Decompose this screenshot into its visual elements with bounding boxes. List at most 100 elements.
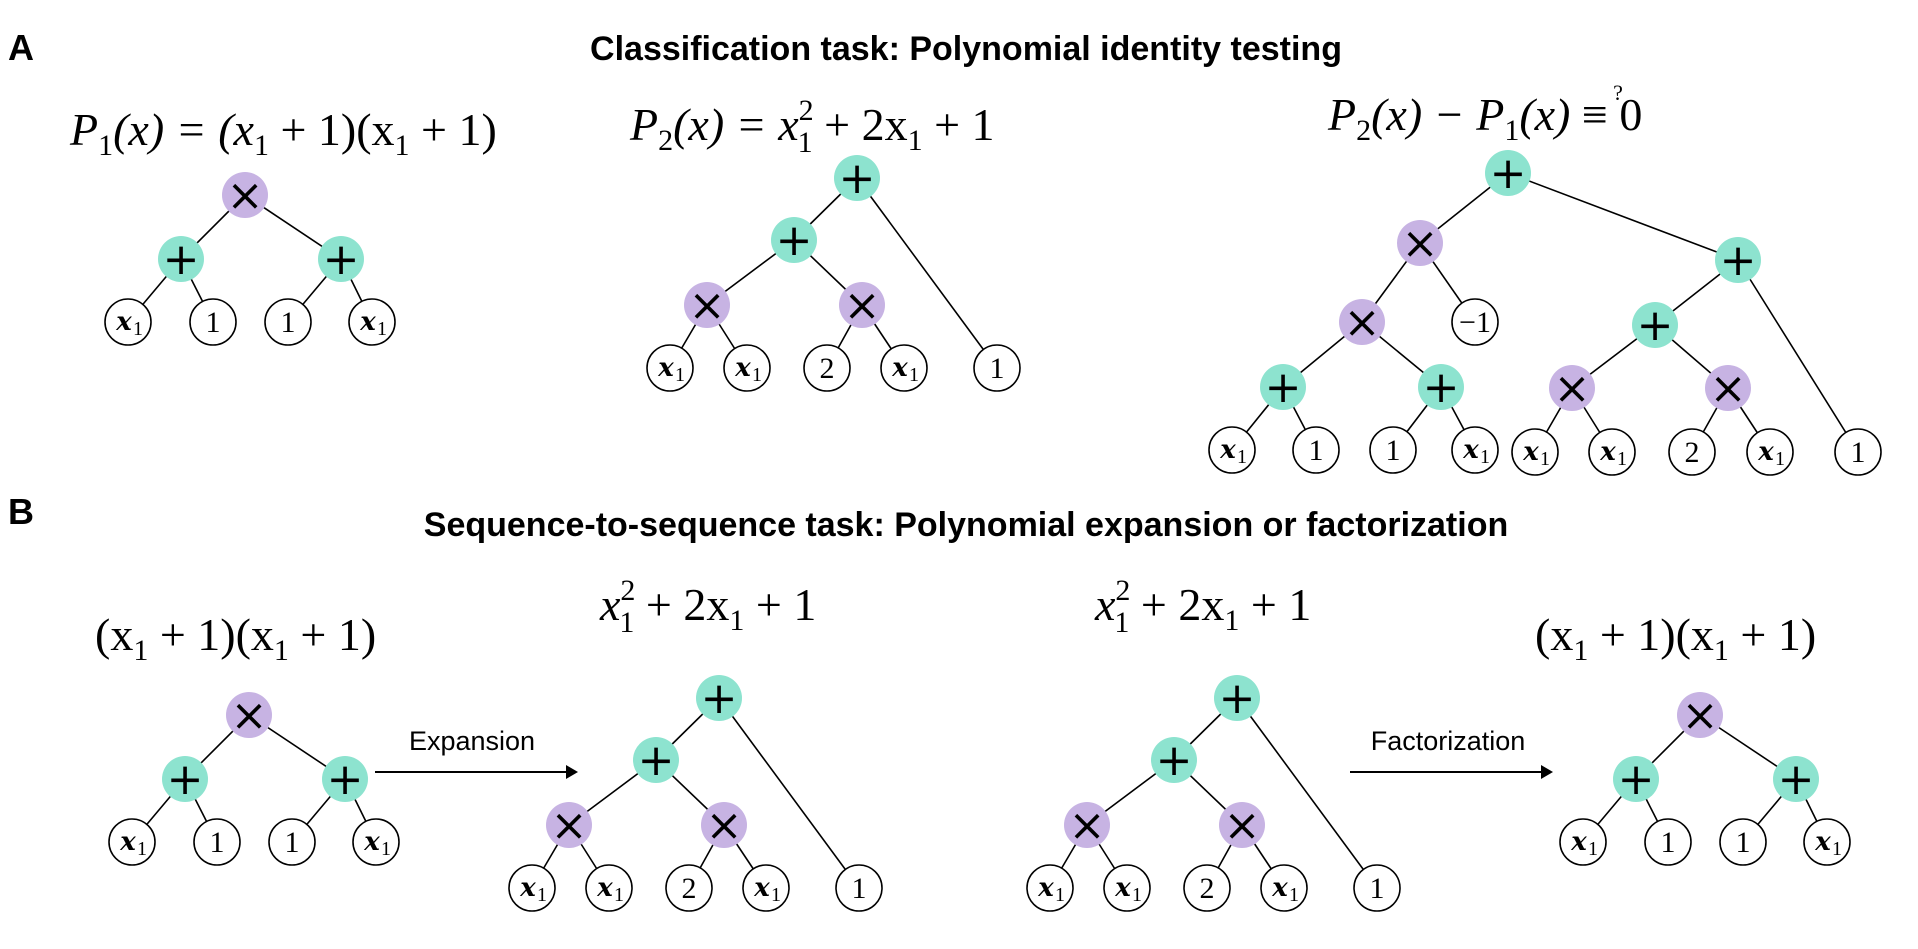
plus-symbol: +	[776, 215, 813, 266]
a-p2-times-right: ×	[839, 280, 885, 331]
b-left-expanded-plus-inner: +	[633, 735, 679, 786]
diff-factor-leaf-1: 1	[1292, 426, 1340, 474]
eq-question-mark: ?	[1613, 80, 1623, 105]
leaf-var-text: x	[596, 873, 613, 903]
leaf-var-subscript: 1	[1540, 448, 1550, 470]
leaf-const-text: 1	[1661, 826, 1676, 859]
b-right-factored-leaf-1: 1	[1644, 818, 1692, 866]
leaf-var-text: x	[1037, 873, 1054, 903]
expansion-arrow	[375, 765, 578, 779]
b-right-expanded-plus-inner: +	[1151, 735, 1197, 786]
plus-symbol: +	[1618, 754, 1655, 805]
leaf-const-text: 1	[1736, 826, 1751, 859]
leaf-var-text: x	[1219, 435, 1236, 465]
diff-expand-leaf-one: 1	[1834, 428, 1882, 476]
tree-edge	[856, 177, 998, 369]
plus-symbol: +	[1423, 362, 1460, 413]
leaf-var-text: x	[734, 353, 751, 383]
a-p1-times-root: ×	[222, 170, 268, 221]
diff-times-expanded-right: ×	[1705, 363, 1751, 414]
diff-plus-expanded-inner: +	[1632, 300, 1678, 351]
leaf-var-text: x	[1599, 437, 1616, 467]
leaf-var-subscript: 1	[752, 364, 762, 386]
b-right-expanded-times-right: ×	[1219, 800, 1265, 851]
leaf-var-subscript: 1	[1237, 446, 1247, 468]
times-symbol: ×	[1069, 800, 1106, 851]
leaf-var-text: x	[891, 353, 908, 383]
plus-symbol: +	[163, 234, 200, 285]
b-left-factored-leaf-1: 1	[193, 818, 241, 866]
leaf-var-text: x	[1814, 827, 1831, 857]
leaf-var-subscript: 1	[377, 318, 387, 340]
leaf-var-text: x	[119, 827, 136, 857]
a-p2-times-left: ×	[684, 280, 730, 331]
leaf-var-subscript: 1	[614, 884, 624, 906]
leaf-const-text: 2	[682, 872, 697, 905]
panel-a-title: Classification task: Polynomial identity…	[590, 30, 1342, 68]
times-symbol: ×	[1554, 363, 1591, 414]
leaf-var-subscript: 1	[381, 838, 391, 860]
leaf-var-subscript: 1	[137, 838, 147, 860]
tree-edge	[1236, 697, 1378, 889]
b-right-factored-leaf-2: 1	[1719, 818, 1767, 866]
a-p2-plus-inner: +	[771, 215, 817, 266]
tree-edge	[1507, 172, 1739, 261]
expansion-label: Expansion	[409, 726, 535, 756]
leaf-var-subscript: 1	[1617, 448, 1627, 470]
b-right-factored-plus-left: +	[1613, 754, 1659, 805]
eq-difference: P2(x) − P1(x) ≡ 0	[1327, 89, 1642, 147]
diff-expand-leaf-2: 2	[1668, 428, 1716, 476]
diff-plus-left: +	[1260, 362, 1306, 413]
times-symbol: ×	[227, 170, 264, 221]
b-left-expanded-times-left: ×	[546, 800, 592, 851]
times-symbol: ×	[1402, 218, 1439, 269]
leaf-const-text: 1	[1370, 872, 1385, 905]
times-symbol: ×	[231, 690, 268, 741]
leaf-var-text: x	[1570, 827, 1587, 857]
leaf-var-subscript: 1	[1289, 884, 1299, 906]
times-symbol: ×	[1224, 800, 1261, 851]
leaf-var-subscript: 1	[675, 364, 685, 386]
a-p1-leaf-1: 1	[189, 298, 237, 346]
times-symbol: ×	[1710, 363, 1747, 414]
leaf-const-text: 1	[1309, 434, 1324, 467]
leaf-var-text: x	[1271, 873, 1288, 903]
plus-symbol: +	[323, 234, 360, 285]
leaf-const-text: 1	[990, 352, 1005, 385]
leaf-const-text: 1	[210, 826, 225, 859]
b-left-expanded-leaf-2: 2	[665, 864, 713, 912]
leaf-const-text: 1	[206, 306, 221, 339]
b-left-expanded-leaf-one: 1	[835, 864, 883, 912]
a-p2-leaf-2: 2	[803, 344, 851, 392]
times-symbol: ×	[844, 280, 881, 331]
leaf-var-text: x	[1522, 437, 1539, 467]
leaf-var-subscript: 1	[1775, 448, 1785, 470]
diff-leaf-neg-one: −1	[1451, 298, 1499, 346]
diff-factor-leaf-2: 1	[1369, 426, 1417, 474]
a-p2-leaf-one: 1	[973, 344, 1021, 392]
plus-symbol: +	[1490, 148, 1527, 199]
panel-a-letter: A	[8, 27, 34, 68]
leaf-var-text: x	[1114, 873, 1131, 903]
b-right-factored-times-root: ×	[1677, 690, 1723, 741]
eq-p1: P1(x) = (x1 + 1)(x1 + 1)	[69, 104, 497, 162]
factorization-arrow	[1350, 765, 1553, 779]
plus-symbol: +	[839, 153, 876, 204]
